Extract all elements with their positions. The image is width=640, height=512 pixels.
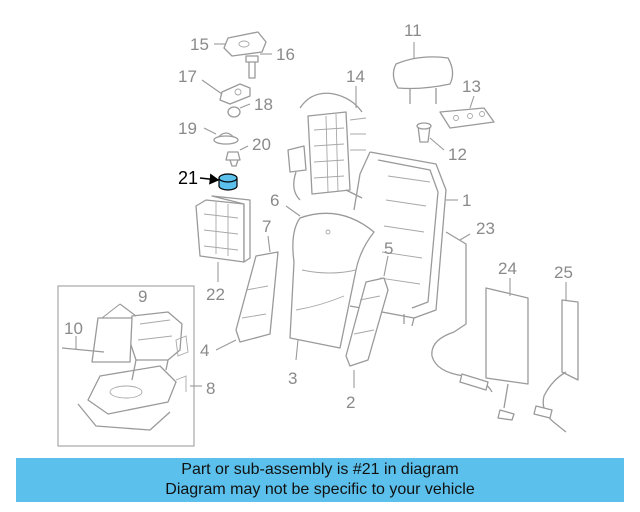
- callout-12: 12: [448, 145, 467, 164]
- leader-9a: [101, 303, 121, 319]
- callout-1: 1: [462, 191, 471, 210]
- part-17-latch: [219, 83, 251, 105]
- banner-line-2: Diagram may not be specific to your vehi…: [165, 481, 475, 498]
- part-16-bolt: [245, 55, 259, 79]
- leader-23: [459, 233, 471, 241]
- callout-8: 8: [206, 379, 215, 398]
- part-5-bolster: [345, 277, 389, 367]
- leader-9b: [119, 303, 137, 317]
- part-12-guide: [416, 122, 432, 143]
- part-6-cushion: [289, 212, 375, 349]
- leader-3: [295, 339, 299, 361]
- callout-14: 14: [346, 67, 365, 86]
- part-7-bolster: [235, 251, 279, 343]
- callout-4: 4: [200, 341, 209, 360]
- part-11-headrest: [392, 56, 454, 104]
- part-18-clip: [227, 106, 241, 118]
- leader-19: [203, 127, 217, 135]
- leader-18: [239, 103, 251, 109]
- part-21-grommet-highlighted: [218, 173, 238, 191]
- leader-20: [239, 145, 249, 151]
- info-banner: Part or sub-assembly is #21 in diagram D…: [16, 458, 624, 502]
- leader-13: [469, 95, 475, 109]
- callout-3: 3: [288, 369, 297, 388]
- part-13-plate: [439, 107, 495, 129]
- banner-line-1: Part or sub-assembly is #21 in diagram: [181, 461, 459, 478]
- callout-19: 19: [178, 119, 197, 138]
- leader-7: [267, 235, 271, 253]
- leader-4: [215, 339, 237, 351]
- part-20-grommet: [225, 151, 241, 167]
- callout-17: 17: [178, 67, 197, 86]
- part-23-heater-mat: [431, 231, 493, 393]
- callout-9: 9: [138, 287, 147, 306]
- leader-12: [429, 137, 445, 151]
- part-24-sensor-mat: [485, 287, 529, 421]
- callout-25: 25: [554, 263, 573, 282]
- callout-24: 24: [498, 259, 517, 278]
- leader-5: [383, 255, 389, 277]
- callout-18: 18: [254, 95, 273, 114]
- part-22-panel: [195, 195, 251, 263]
- callout-6: 6: [270, 191, 279, 210]
- part-14-mechanism: [287, 92, 367, 201]
- callout-2: 2: [346, 393, 355, 412]
- callout-15: 15: [190, 35, 209, 54]
- callout-11: 11: [404, 21, 422, 40]
- callout-23: 23: [476, 219, 495, 238]
- callout-13: 13: [462, 77, 481, 96]
- callout-20: 20: [252, 135, 271, 154]
- part-15-bracket: [223, 31, 267, 57]
- leader-17: [201, 79, 223, 95]
- part-19-cap: [213, 132, 239, 145]
- leader-6: [285, 205, 301, 217]
- part-1-frame: [349, 151, 447, 327]
- leader-21: [199, 173, 220, 185]
- part-25-harness: [533, 299, 579, 433]
- callout-7: 7: [262, 217, 271, 236]
- callout-16: 16: [276, 45, 295, 64]
- inset-box: [57, 285, 195, 447]
- callout-10: 10: [64, 319, 83, 338]
- callout-21: 21: [178, 168, 198, 188]
- callout-5: 5: [384, 239, 393, 258]
- callout-22: 22: [206, 285, 225, 304]
